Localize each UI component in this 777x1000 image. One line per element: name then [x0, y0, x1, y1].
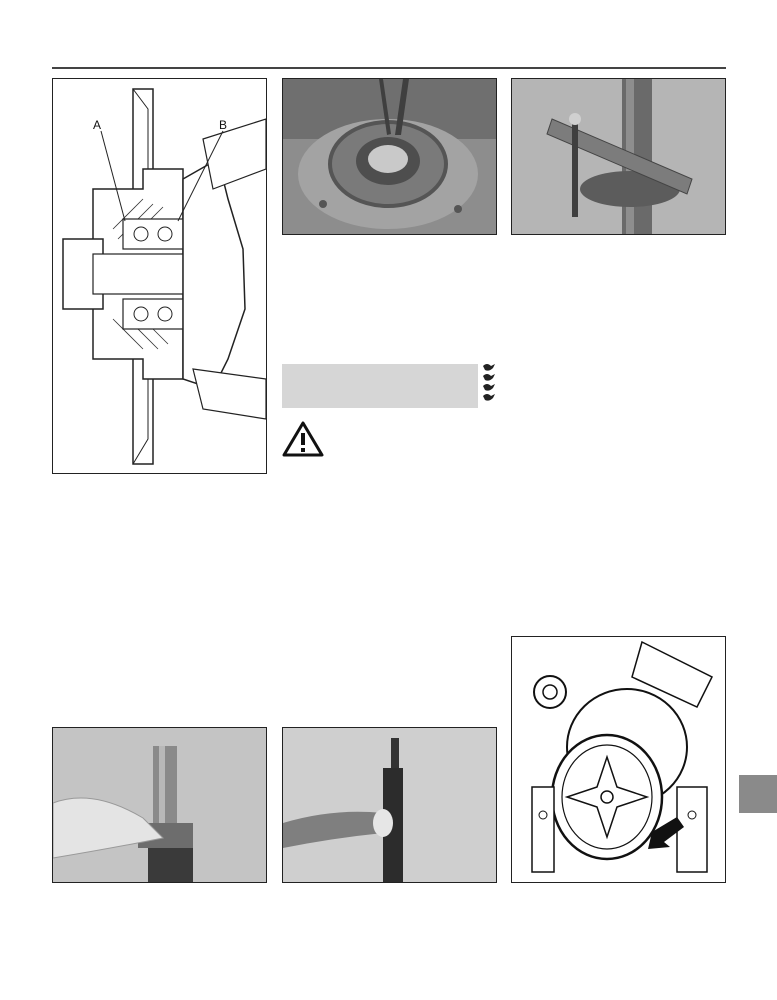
warning-triangle-icon	[282, 421, 324, 457]
spanner-rating-icon	[481, 362, 497, 406]
header-rule	[52, 67, 726, 69]
strut-top-nut-photo	[52, 727, 267, 883]
compressor-clutch-diagram	[511, 636, 726, 883]
circlip-removal-photo	[282, 78, 497, 235]
specification-box	[282, 364, 478, 408]
spring-compressor-photo	[511, 78, 726, 235]
callout-label-a: A	[93, 118, 101, 132]
shock-absorber-test-photo	[282, 727, 497, 883]
hub-bearing-section-diagram: A B	[52, 78, 267, 474]
section-tab-marker	[739, 775, 777, 813]
callout-label-b: B	[219, 118, 227, 132]
